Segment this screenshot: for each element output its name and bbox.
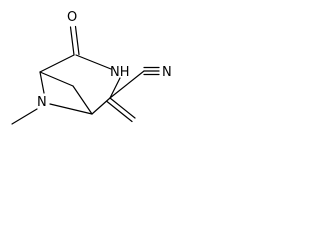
methylene-bond-1	[109, 97, 136, 119]
n-methyl-bond	[11, 108, 38, 125]
methylene-bond-2	[106, 100, 133, 123]
chemical-structure: O NH N N	[11, 10, 172, 125]
amine-nitrogen-label: N	[37, 95, 47, 110]
oxygen-label: O	[67, 10, 77, 25]
amide-nitrogen-label: NH	[110, 65, 130, 80]
carbonyl-bond-1	[69, 26, 75, 56]
ring-bond-bridgehead-amine	[49, 103, 93, 115]
bridge-bond-1	[39, 71, 74, 87]
ring-bond-carbonyl-nh	[75, 54, 112, 70]
ring-bond-carbonyl-bridgehead	[39, 54, 75, 73]
ring-bond-nh-quaternary	[109, 77, 121, 99]
nitrile-bond-c-c	[109, 70, 145, 99]
carbonyl-bond-2	[74, 25, 80, 56]
ring-bond-quaternary-bridgehead	[91, 97, 111, 115]
ring-bond-bridgehead-amine-top	[39, 71, 45, 94]
bridge-bond-2	[72, 85, 93, 115]
nitrile-nitrogen-label: N	[162, 65, 172, 80]
